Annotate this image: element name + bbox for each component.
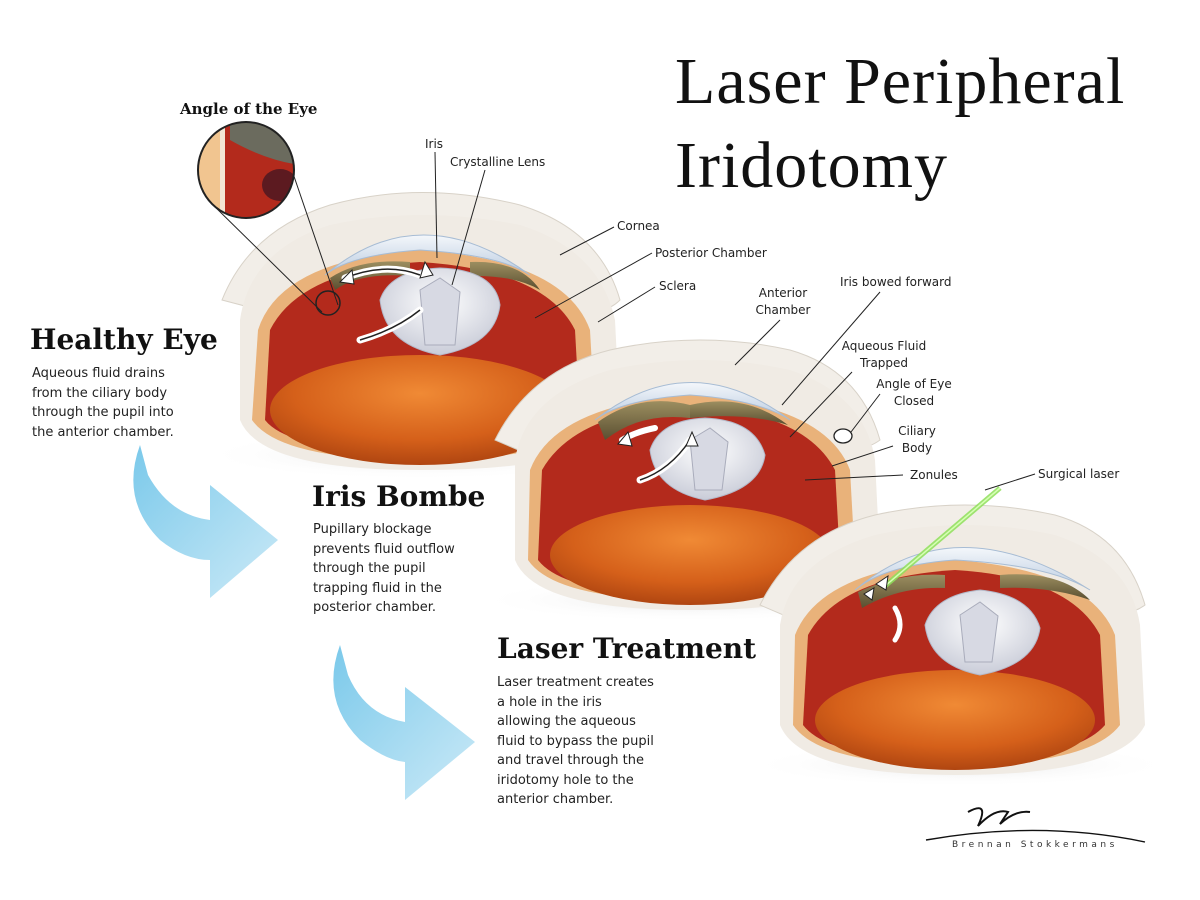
label-ciliary-body: Ciliary Body: [898, 424, 936, 455]
angle-of-eye-heading: Angle of the Eye: [180, 100, 318, 118]
artist-signature: Brennan Stokkermans: [952, 840, 1118, 850]
signature-mark: [925, 807, 1146, 843]
label-zonules: Zonules: [910, 468, 958, 482]
iris-bombe-description: Pupillary blockage prevents fluid outflo…: [313, 522, 455, 615]
laser-treatment-eye-illustration: [745, 486, 1175, 787]
label-posterior-chamber: Posterior Chamber: [655, 246, 767, 260]
page-title-line-2: Iridotomy: [675, 129, 948, 202]
leader-lines: [434, 151, 1036, 491]
angle-of-eye-magnifier: [197, 121, 341, 316]
laser-treatment-description: Laser treatment creates a hole in the ir…: [497, 675, 654, 807]
label-cornea: Cornea: [617, 219, 660, 233]
flow-arrow-2: [333, 645, 475, 800]
flow-arrow-1: [133, 445, 278, 598]
label-anterior-chamber: Anterior Chamber: [755, 286, 811, 317]
iris-bombe-heading: Iris Bombe: [312, 480, 486, 513]
label-surgical-laser: Surgical laser: [1038, 467, 1120, 481]
page-title-line-1: Laser Peripheral: [675, 45, 1126, 118]
label-crystalline-lens: Crystalline Lens: [450, 155, 546, 169]
iris-bombe-eye-illustration: [475, 339, 905, 622]
laser-treatment-heading: Laser Treatment: [497, 632, 757, 665]
label-iris: Iris: [425, 137, 444, 151]
healthy-eye-heading: Healthy Eye: [30, 323, 218, 356]
label-angle-of-eye-closed: Angle of Eye Closed: [876, 377, 952, 408]
label-iris-bowed-forward: Iris bowed forward: [840, 275, 952, 289]
healthy-eye-description: Aqueous fluid drains from the ciliary bo…: [32, 366, 174, 440]
healthy-eye-illustration: [200, 192, 640, 480]
label-sclera: Sclera: [659, 279, 697, 293]
label-aqueous-fluid-trapped: Aqueous Fluid Trapped: [841, 339, 927, 370]
